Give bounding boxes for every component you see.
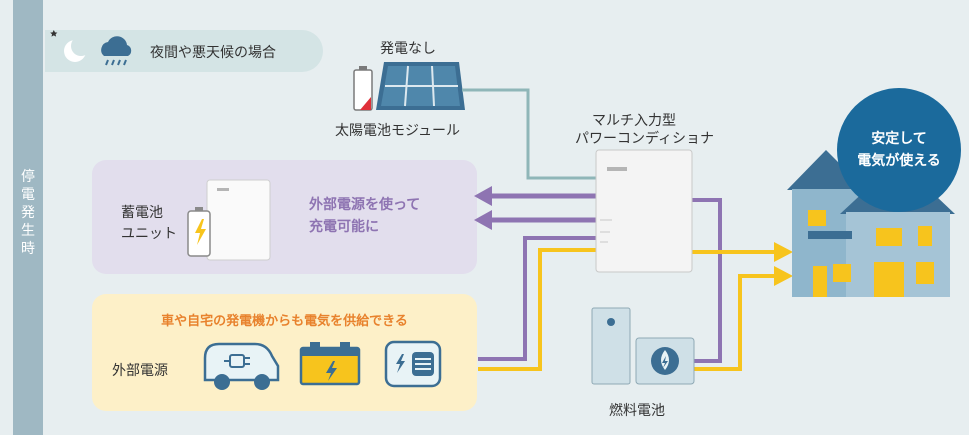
solar-line — [462, 88, 600, 180]
conditioner-name-line2: パワーコンディショナ — [575, 131, 715, 147]
low-battery-icon — [353, 66, 373, 111]
yellow-arrowhead-lower — [774, 266, 793, 286]
condition-text: 夜間や悪天候の場合 — [150, 45, 276, 61]
generator-icon — [384, 340, 442, 388]
car-battery-icon — [299, 342, 361, 386]
yellow-line-lower — [694, 274, 775, 371]
fuel-cell-name: 燃料電池 — [609, 403, 665, 419]
side-char: 電 — [21, 187, 35, 203]
battery-name-line2: ユニット — [121, 226, 177, 242]
cloud-rain-icon — [101, 36, 132, 66]
battery-note-line2: 充電可能に — [309, 219, 379, 235]
purple-arrowhead-lower — [474, 210, 492, 230]
power-conditioner-icon — [595, 149, 693, 273]
side-char: 生 — [21, 223, 35, 239]
side-char: 発 — [21, 205, 35, 221]
fuel-cell-icon — [591, 307, 695, 385]
badge-line1: 安定して — [871, 131, 927, 147]
external-heading: 車や自宅の発電機からも電気を供給できる — [161, 314, 408, 329]
electric-car-icon — [203, 342, 280, 390]
side-char: 停 — [21, 169, 35, 185]
battery-unit-icon — [187, 179, 271, 261]
external-purple-line — [478, 236, 600, 361]
external-name: 外部電源 — [112, 363, 168, 379]
external-yellow-line — [478, 248, 600, 371]
conditioner-name-line1: マルチ入力型 — [592, 113, 676, 129]
battery-note-line1: 外部電源を使って — [309, 197, 421, 213]
battery-note: 外部電源を使って 充電可能に — [309, 194, 420, 238]
moon-icon — [50, 30, 91, 62]
solar-name: 太陽電池モジュール — [335, 123, 461, 139]
condition-pill — [45, 30, 323, 72]
purple-arrowhead-upper — [474, 186, 492, 206]
side-char: 時 — [21, 241, 35, 257]
yellow-arrowhead-upper — [774, 242, 793, 262]
fuelcell-purple-line — [690, 198, 722, 363]
solar-panel-icon — [376, 62, 465, 110]
battery-name-line1: 蓄電池 — [121, 205, 163, 221]
badge-line2: 電気が使える — [857, 153, 941, 169]
side-bar — [13, 0, 43, 435]
side-label-outage: 停 電 発 生 時 — [13, 168, 43, 258]
solar-status: 発電なし — [380, 41, 436, 57]
house-badge: 安定して 電気が使える — [837, 88, 961, 212]
battery-box — [92, 160, 477, 274]
house-icon — [787, 150, 955, 297]
